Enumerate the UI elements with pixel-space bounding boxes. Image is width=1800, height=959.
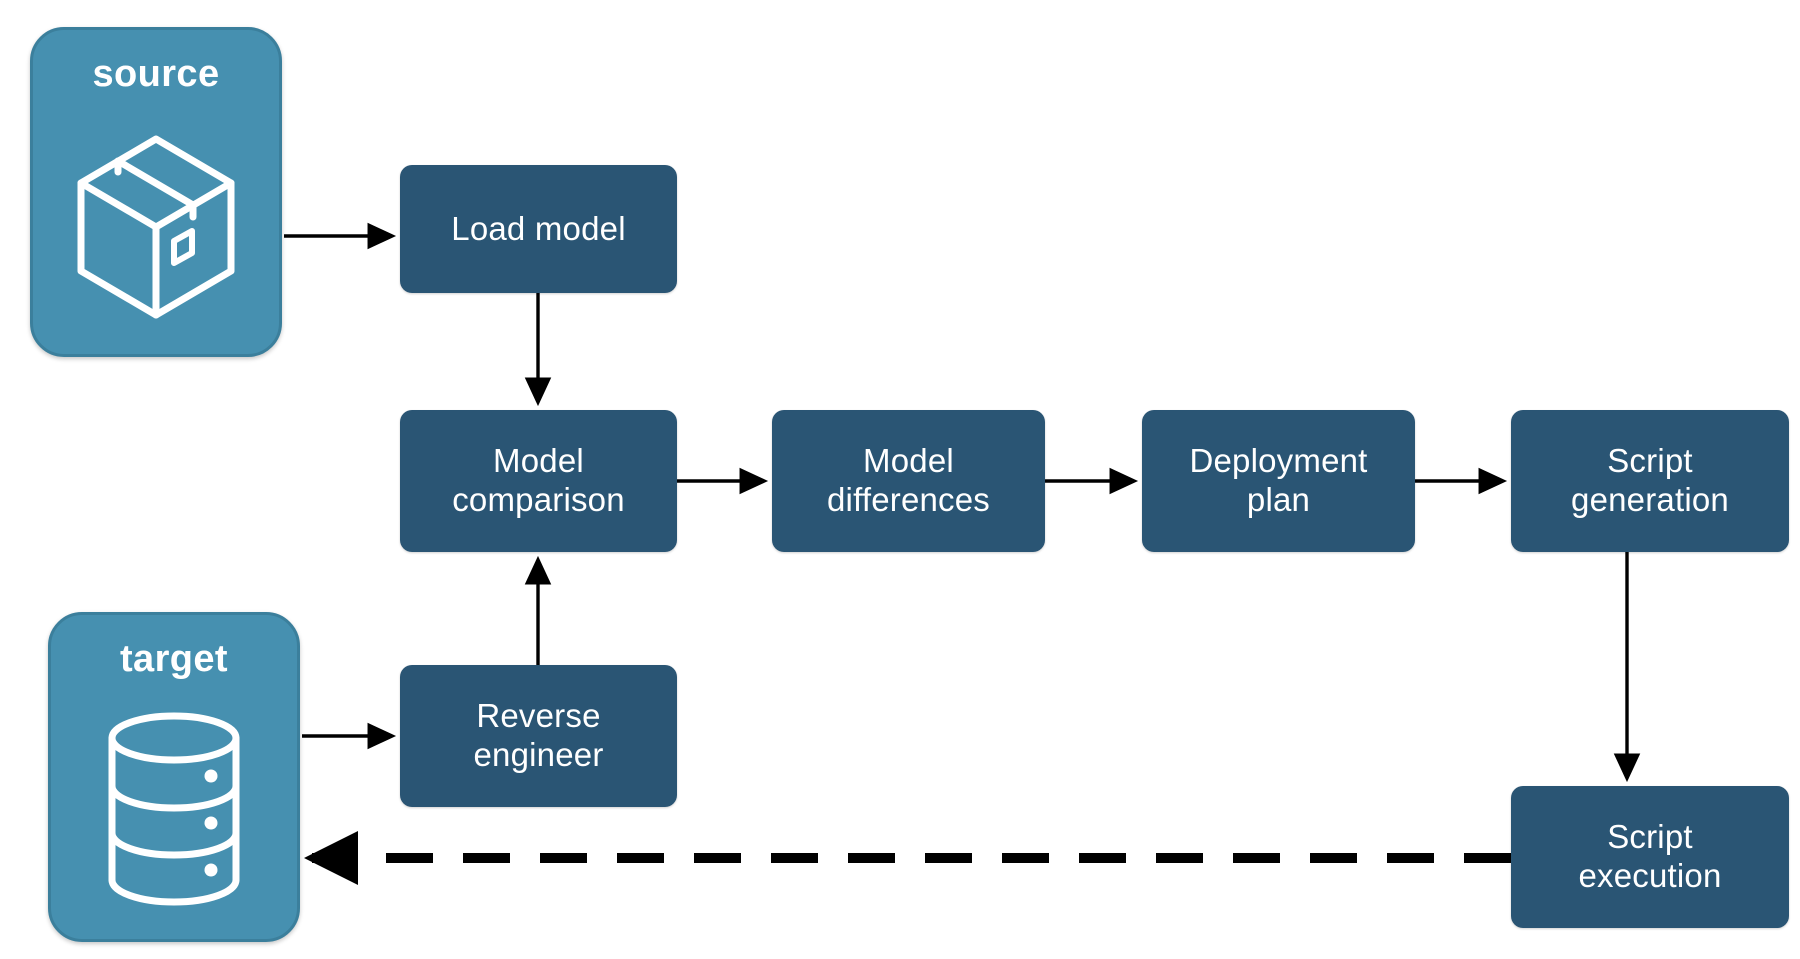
database-cylinder-icon bbox=[51, 682, 297, 939]
process-deployment-plan[interactable]: Deployment plan bbox=[1142, 410, 1415, 552]
endpoint-source-label: source bbox=[92, 53, 220, 95]
process-script-execution[interactable]: Script execution bbox=[1511, 786, 1789, 928]
endpoint-source[interactable]: source bbox=[30, 27, 282, 357]
process-script-generation-label: Script generation bbox=[1571, 442, 1729, 518]
endpoint-target[interactable]: target bbox=[48, 612, 300, 942]
process-load-model-label: Load model bbox=[451, 209, 626, 247]
endpoint-target-label: target bbox=[120, 638, 228, 680]
process-reverse-engineer-label: Reverse engineer bbox=[473, 697, 604, 773]
process-script-execution-label: Script execution bbox=[1578, 818, 1722, 894]
process-load-model[interactable]: Load model bbox=[400, 165, 677, 293]
process-model-differences[interactable]: Model differences bbox=[772, 410, 1045, 552]
process-model-comparison-label: Model comparison bbox=[452, 442, 625, 518]
process-model-comparison[interactable]: Model comparison bbox=[400, 410, 677, 552]
process-script-generation[interactable]: Script generation bbox=[1511, 410, 1789, 552]
process-reverse-engineer[interactable]: Reverse engineer bbox=[400, 665, 677, 807]
process-deployment-plan-label: Deployment plan bbox=[1189, 442, 1368, 518]
package-box-icon bbox=[33, 97, 279, 354]
process-model-differences-label: Model differences bbox=[826, 442, 991, 518]
